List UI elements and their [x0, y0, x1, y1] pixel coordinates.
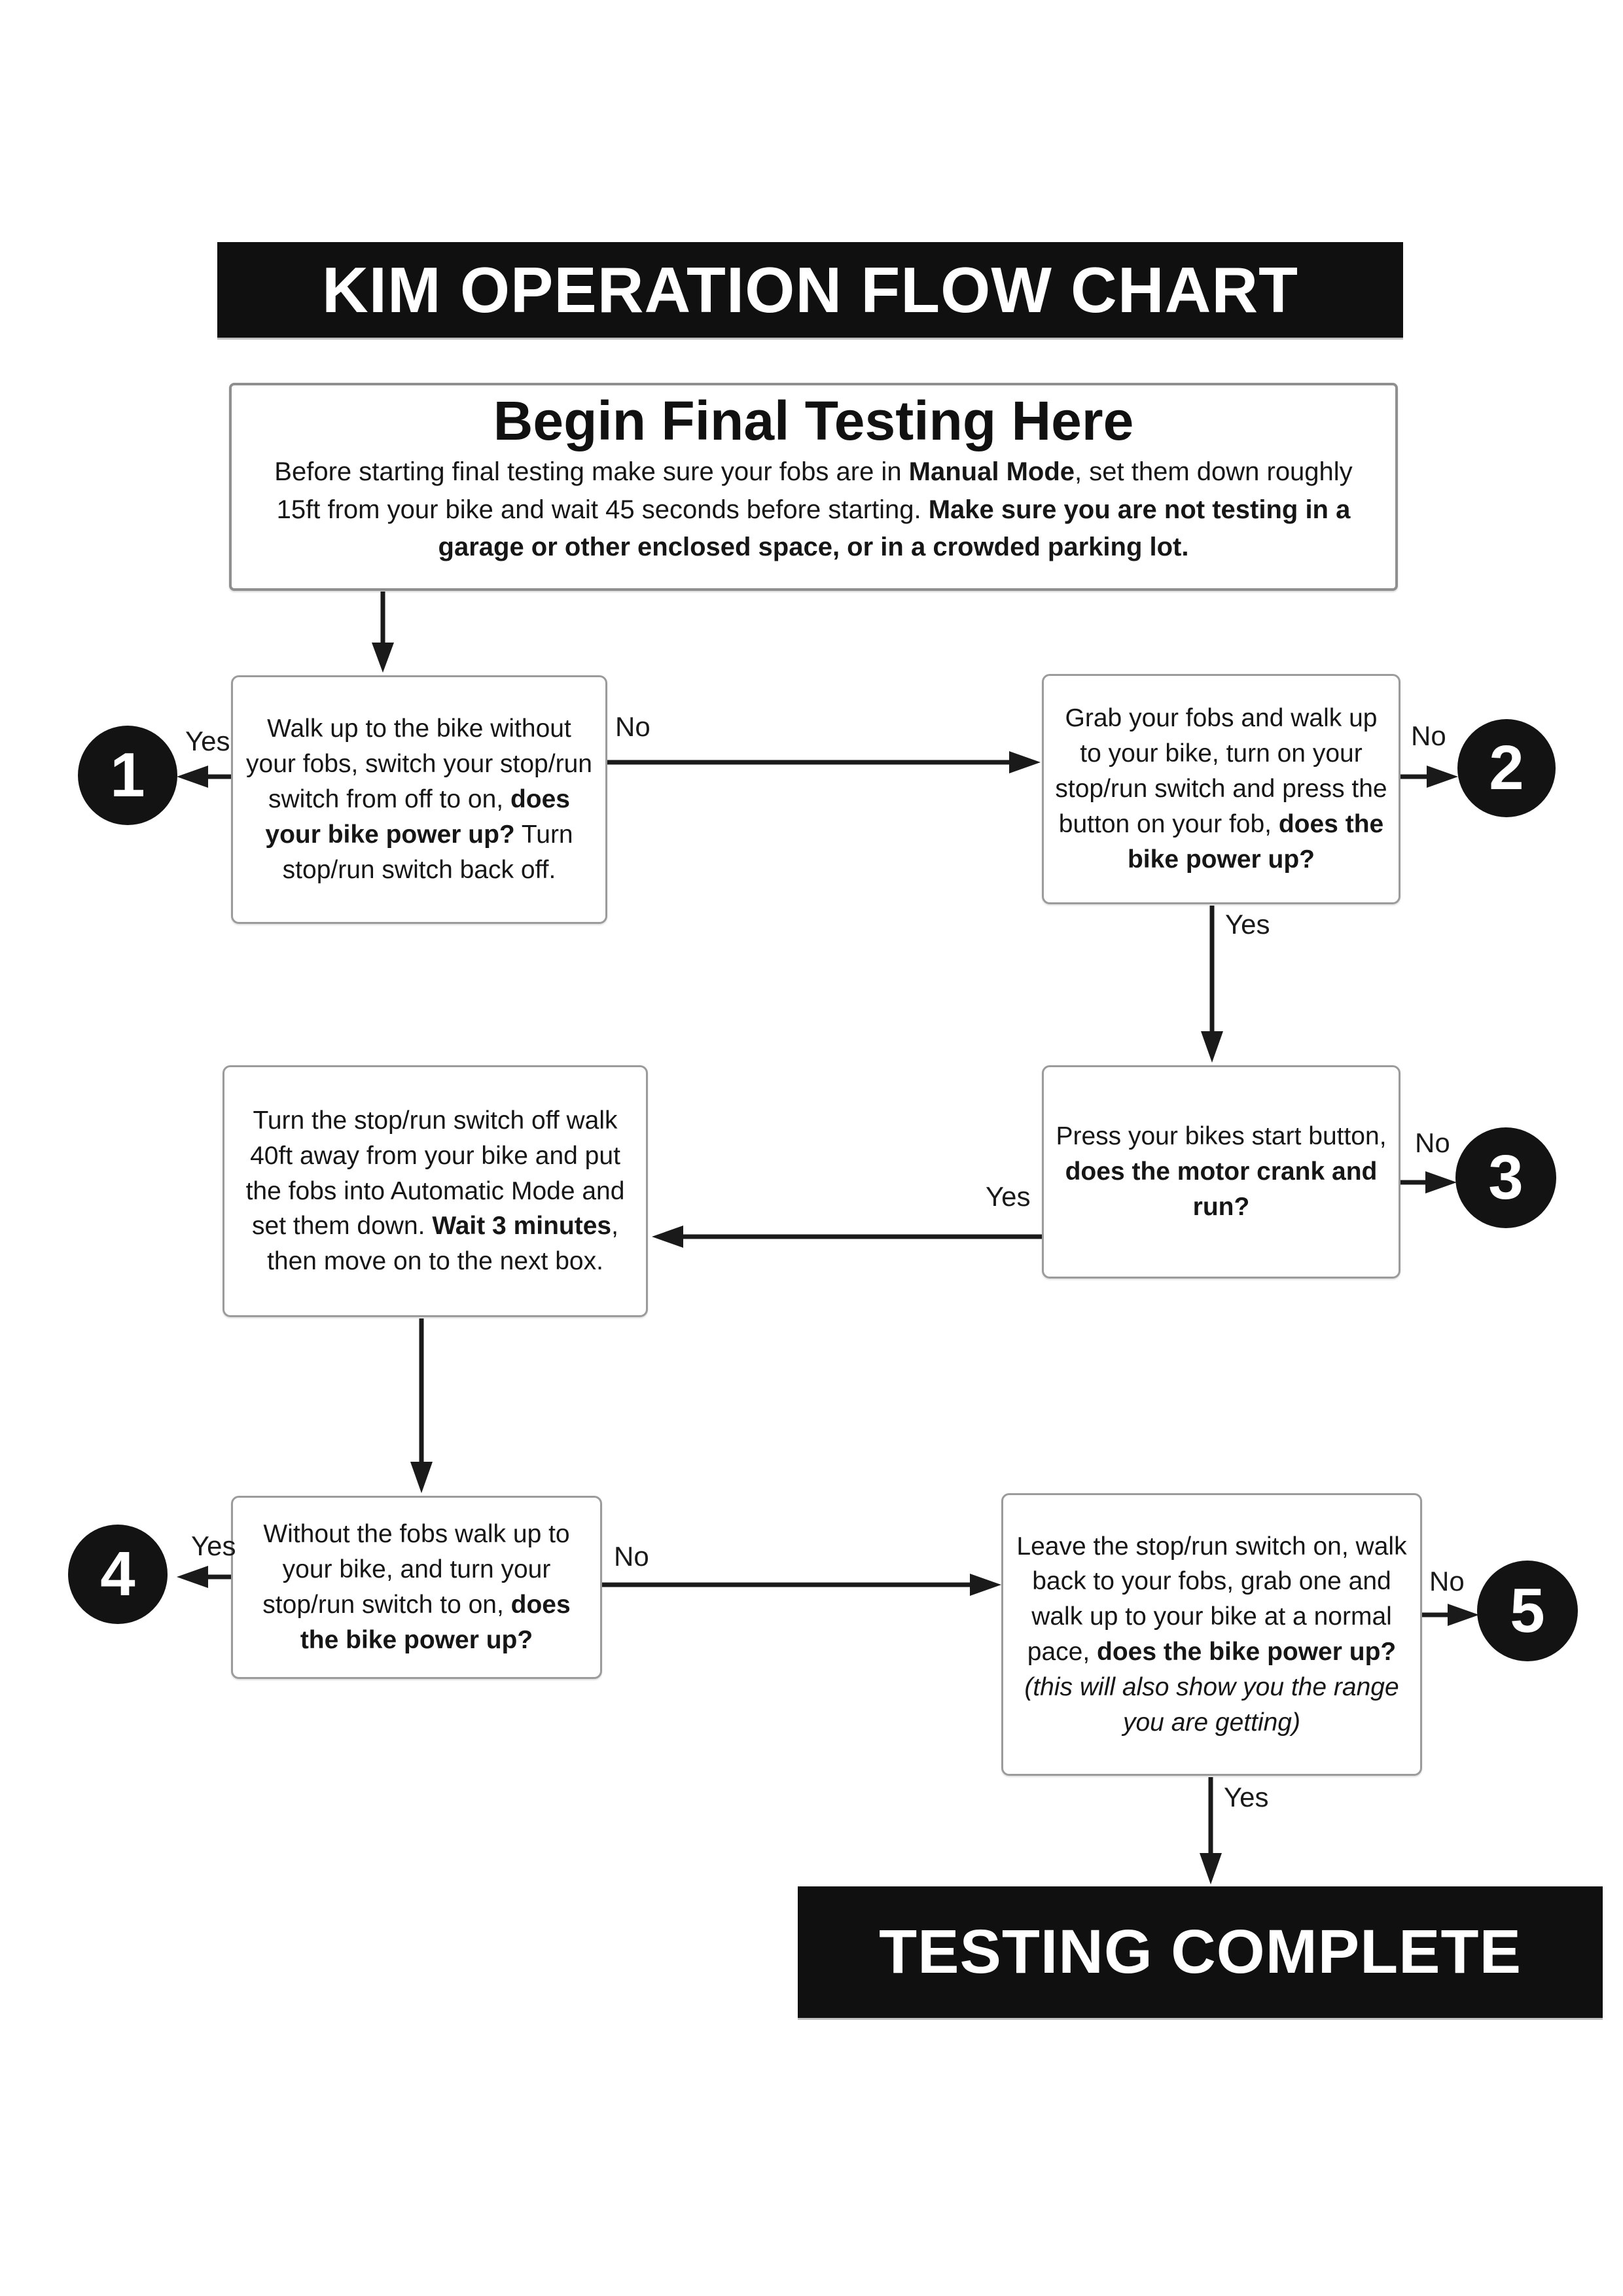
endpoint-1-number: 1: [110, 740, 145, 810]
chart-title-bar: KIM OPERATION FLOW CHART: [217, 242, 1403, 338]
edge-label-yes-box-f: Yes: [1224, 1782, 1269, 1812]
edge-label-yes-to-4: Yes: [191, 1530, 236, 1561]
complete-label: TESTING COMPLETE: [879, 1917, 1522, 1987]
start-node: Begin Final Testing Here Before starting…: [229, 383, 1398, 591]
arrow-box-d-to-box-e: [410, 1318, 433, 1493]
endpoint-3-number: 3: [1488, 1142, 1524, 1212]
endpoint-circle-5: 5: [1477, 1561, 1578, 1661]
arrow-box-a-yes-to-1: [177, 766, 231, 788]
edge-label-yes-to-1: Yes: [185, 726, 230, 756]
endpoint-4-number: 4: [100, 1539, 135, 1609]
arrow-box-b-no-to-2: [1400, 766, 1458, 788]
arrow-box-c-no-to-3: [1400, 1171, 1457, 1193]
node-leave-switch-on-text: Leave the stop/run switch on, walk back …: [1016, 1532, 1407, 1737]
node-walk-up-without-fobs: Walk up to the bike without your fobs, s…: [231, 675, 607, 924]
arrow-start-to-box-a: [372, 592, 394, 673]
node-without-fobs-text: Without the fobs walk up to your bike, a…: [262, 1520, 571, 1654]
edge-label-yes-box-c: Yes: [986, 1181, 1031, 1212]
arrow-box-e-yes-to-4: [177, 1566, 231, 1588]
node-turn-switch-off: Turn the stop/run switch off walk 40ft a…: [223, 1065, 648, 1317]
start-heading: Begin Final Testing Here: [493, 390, 1134, 451]
edge-label-no-box-e: No: [614, 1541, 649, 1572]
endpoint-circle-3: 3: [1455, 1127, 1556, 1228]
node-without-fobs: Without the fobs walk up to your bike, a…: [231, 1496, 602, 1679]
edge-label-yes-box-b: Yes: [1225, 909, 1270, 940]
node-leave-switch-on: Leave the stop/run switch on, walk back …: [1001, 1493, 1422, 1776]
node-press-start-button: Press your bikes start button, does the …: [1042, 1065, 1400, 1279]
arrow-box-c-yes-to-box-d: [652, 1226, 1042, 1248]
node-grab-fobs-text: Grab your fobs and walk up to your bike,…: [1055, 704, 1387, 874]
arrow-box-a-no-to-box-b: [607, 751, 1041, 773]
node-grab-fobs: Grab your fobs and walk up to your bike,…: [1042, 674, 1400, 904]
node-walk-up-without-fobs-text: Walk up to the bike without your fobs, s…: [246, 715, 592, 884]
endpoint-5-number: 5: [1510, 1576, 1545, 1646]
arrow-box-e-no-to-box-f: [602, 1574, 1001, 1596]
arrow-box-f-yes-to-complete: [1200, 1777, 1222, 1884]
arrow-box-b-yes-to-box-c: [1201, 906, 1223, 1063]
chart-title: KIM OPERATION FLOW CHART: [321, 253, 1299, 326]
node-turn-switch-off-text: Turn the stop/run switch off walk 40ft a…: [245, 1106, 625, 1276]
endpoint-circle-2: 2: [1457, 719, 1556, 817]
edge-label-no-to-3: No: [1415, 1127, 1450, 1158]
node-press-start-button-text: Press your bikes start button, does the …: [1056, 1122, 1387, 1221]
endpoint-circle-1: 1: [78, 726, 177, 825]
endpoint-circle-4: 4: [68, 1525, 168, 1624]
edge-label-no-to-2: No: [1411, 720, 1446, 751]
endpoint-2-number: 2: [1489, 733, 1524, 803]
edge-label-no-box-a: No: [615, 711, 651, 742]
arrow-box-f-no-to-5: [1422, 1604, 1479, 1626]
edge-label-no-to-5: No: [1429, 1566, 1465, 1597]
complete-node: TESTING COMPLETE: [798, 1886, 1603, 2018]
start-instructions: Before starting final testing make sure …: [274, 457, 1353, 562]
